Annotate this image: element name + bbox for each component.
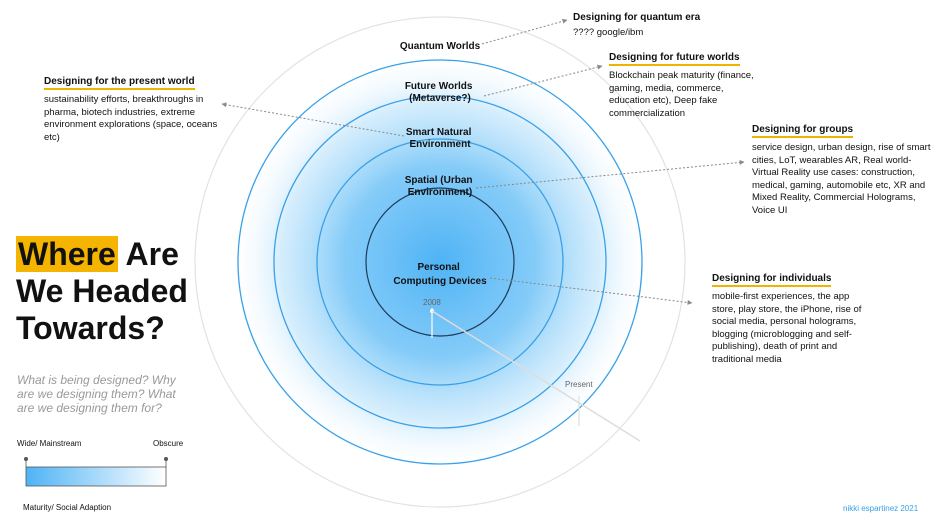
question-text: What is being designed? Why are we desig…: [17, 373, 176, 415]
callout-groups-title: Designing for groups: [752, 124, 854, 138]
scale-right-dot: [164, 457, 168, 461]
scale-bottom-label: Maturity/ Social Adaption: [23, 503, 112, 512]
timeline-start-label: 2008: [423, 298, 441, 307]
ring-smart-natural: [273, 95, 607, 429]
ring-quantum: [194, 16, 686, 508]
callout-future-body: Blockchain peak maturity (finance, gamin…: [609, 70, 754, 119]
author-credit: nikki espartinez 2021: [843, 504, 919, 513]
callout-quantum-title: Designing for quantum era: [573, 12, 701, 23]
callout-individuals-body: mobile-first experiences, the app store,…: [712, 291, 862, 365]
arrow-individuals: [489, 277, 693, 305]
callout-quantum: Designing for quantum era ???? google/ib…: [573, 7, 773, 40]
title-highlight: Where: [16, 236, 118, 272]
ring-label-smart-natural: Smart Natural Environment: [406, 127, 474, 150]
callout-individuals: Designing for individuals mobile-first e…: [712, 268, 862, 366]
title-line-1-rest: Are: [117, 236, 179, 272]
ring-label-future: Future Worlds (Metaverse?): [405, 81, 475, 104]
callout-future-title: Designing for future worlds: [609, 52, 740, 66]
scale-left-dot: [24, 457, 28, 461]
callout-groups-body: service design, urban design, rise of sm…: [752, 142, 931, 216]
ring-future: [237, 59, 643, 465]
callout-present-body: sustainability efforts, breakthroughs in…: [44, 94, 218, 143]
arrow-groups: [475, 159, 745, 189]
callout-groups: Designing for groups service design, urb…: [752, 119, 932, 217]
scale-gradient: [25, 466, 167, 487]
ring-personal: [365, 187, 515, 337]
callout-present: Designing for the present world sustaina…: [44, 71, 219, 144]
scale-right-label: Obscure: [153, 439, 184, 448]
scale-left-label: Wide/ Mainstream: [17, 439, 82, 448]
title-line-3: Towards?: [16, 310, 165, 346]
main-title: Where Are We Headed Towards?: [16, 236, 188, 347]
ring-label-personal: Personal Computing Devices: [393, 262, 487, 287]
callout-present-title: Designing for the present world: [44, 76, 195, 90]
ring-label-quantum: Quantum Worlds: [400, 41, 481, 52]
arrow-quantum: [481, 18, 568, 45]
title-line-2: We Headed: [16, 273, 188, 309]
callout-quantum-body: ???? google/ibm: [573, 27, 644, 38]
timeline-end-label: Present: [565, 380, 593, 389]
callout-individuals-title: Designing for individuals: [712, 273, 832, 287]
callout-future: Designing for future worlds Blockchain p…: [609, 47, 759, 120]
maturity-scale-bar: [24, 457, 168, 487]
ring-label-spatial: Spatial (Urban Environment): [405, 175, 476, 198]
title-line-1: Where Are: [16, 236, 188, 273]
arrow-present: [221, 102, 405, 137]
timeline-line: [431, 310, 641, 442]
arrow-future: [483, 64, 603, 97]
glow-background: [228, 50, 652, 474]
ring-spatial: [316, 138, 564, 386]
